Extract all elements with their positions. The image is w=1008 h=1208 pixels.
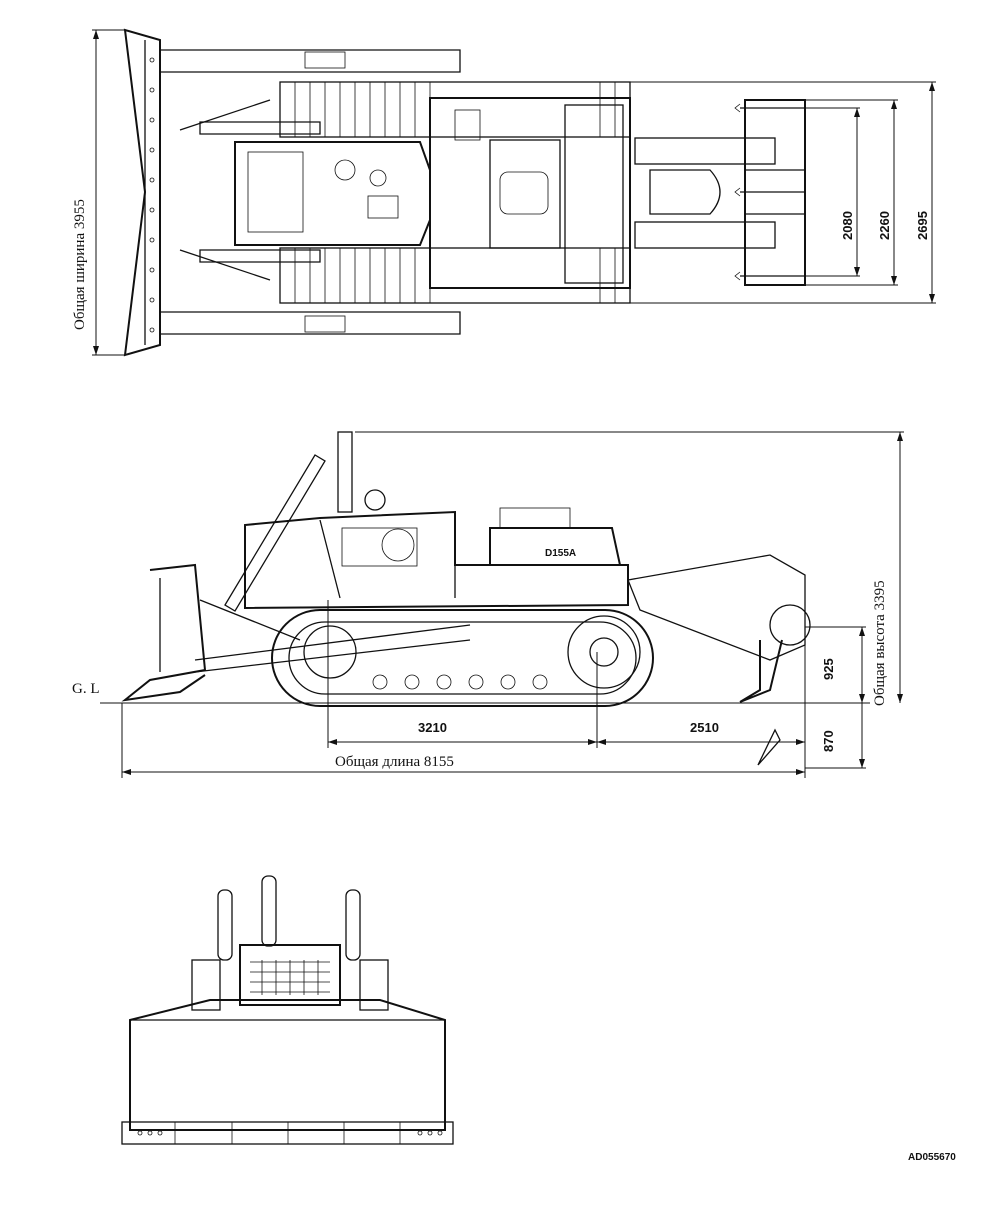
- side-view: G. L D155A: [72, 431, 904, 778]
- drawing-code: AD055670: [908, 1152, 956, 1163]
- side-track: [271, 609, 654, 707]
- top-cab: [429, 97, 631, 289]
- side-cab: [489, 527, 622, 566]
- side-ripper: [627, 554, 806, 661]
- overall-width-label: Общая ширина 3955: [72, 199, 88, 330]
- top-blade: [123, 28, 161, 357]
- dim-2080: 2080: [840, 211, 855, 240]
- overall-height-label: Общая высота 3395: [872, 580, 888, 706]
- overall-length-label: Общая длина 8155: [335, 754, 454, 770]
- top-view: 2080 2260 2695 Общая ширина 3955: [72, 28, 936, 357]
- side-exhaust: [337, 431, 353, 513]
- top-hood: [234, 141, 431, 246]
- dim-2695: 2695: [915, 211, 930, 240]
- dim-2260: 2260: [877, 211, 892, 240]
- dim-2510: 2510: [690, 720, 719, 735]
- side-body: [244, 510, 629, 610]
- dim-925: 925: [821, 658, 836, 680]
- model-badge: D155A: [545, 548, 576, 559]
- front-cutting-edge: [121, 1121, 454, 1145]
- dim-3210: 3210: [418, 720, 447, 735]
- lift-cylinder: [224, 454, 326, 612]
- front-grill: [239, 944, 341, 1006]
- ground-line-label: G. L: [72, 681, 100, 697]
- dim-870: 870: [821, 730, 836, 752]
- side-blade: [121, 563, 207, 702]
- front-view: [121, 875, 454, 1145]
